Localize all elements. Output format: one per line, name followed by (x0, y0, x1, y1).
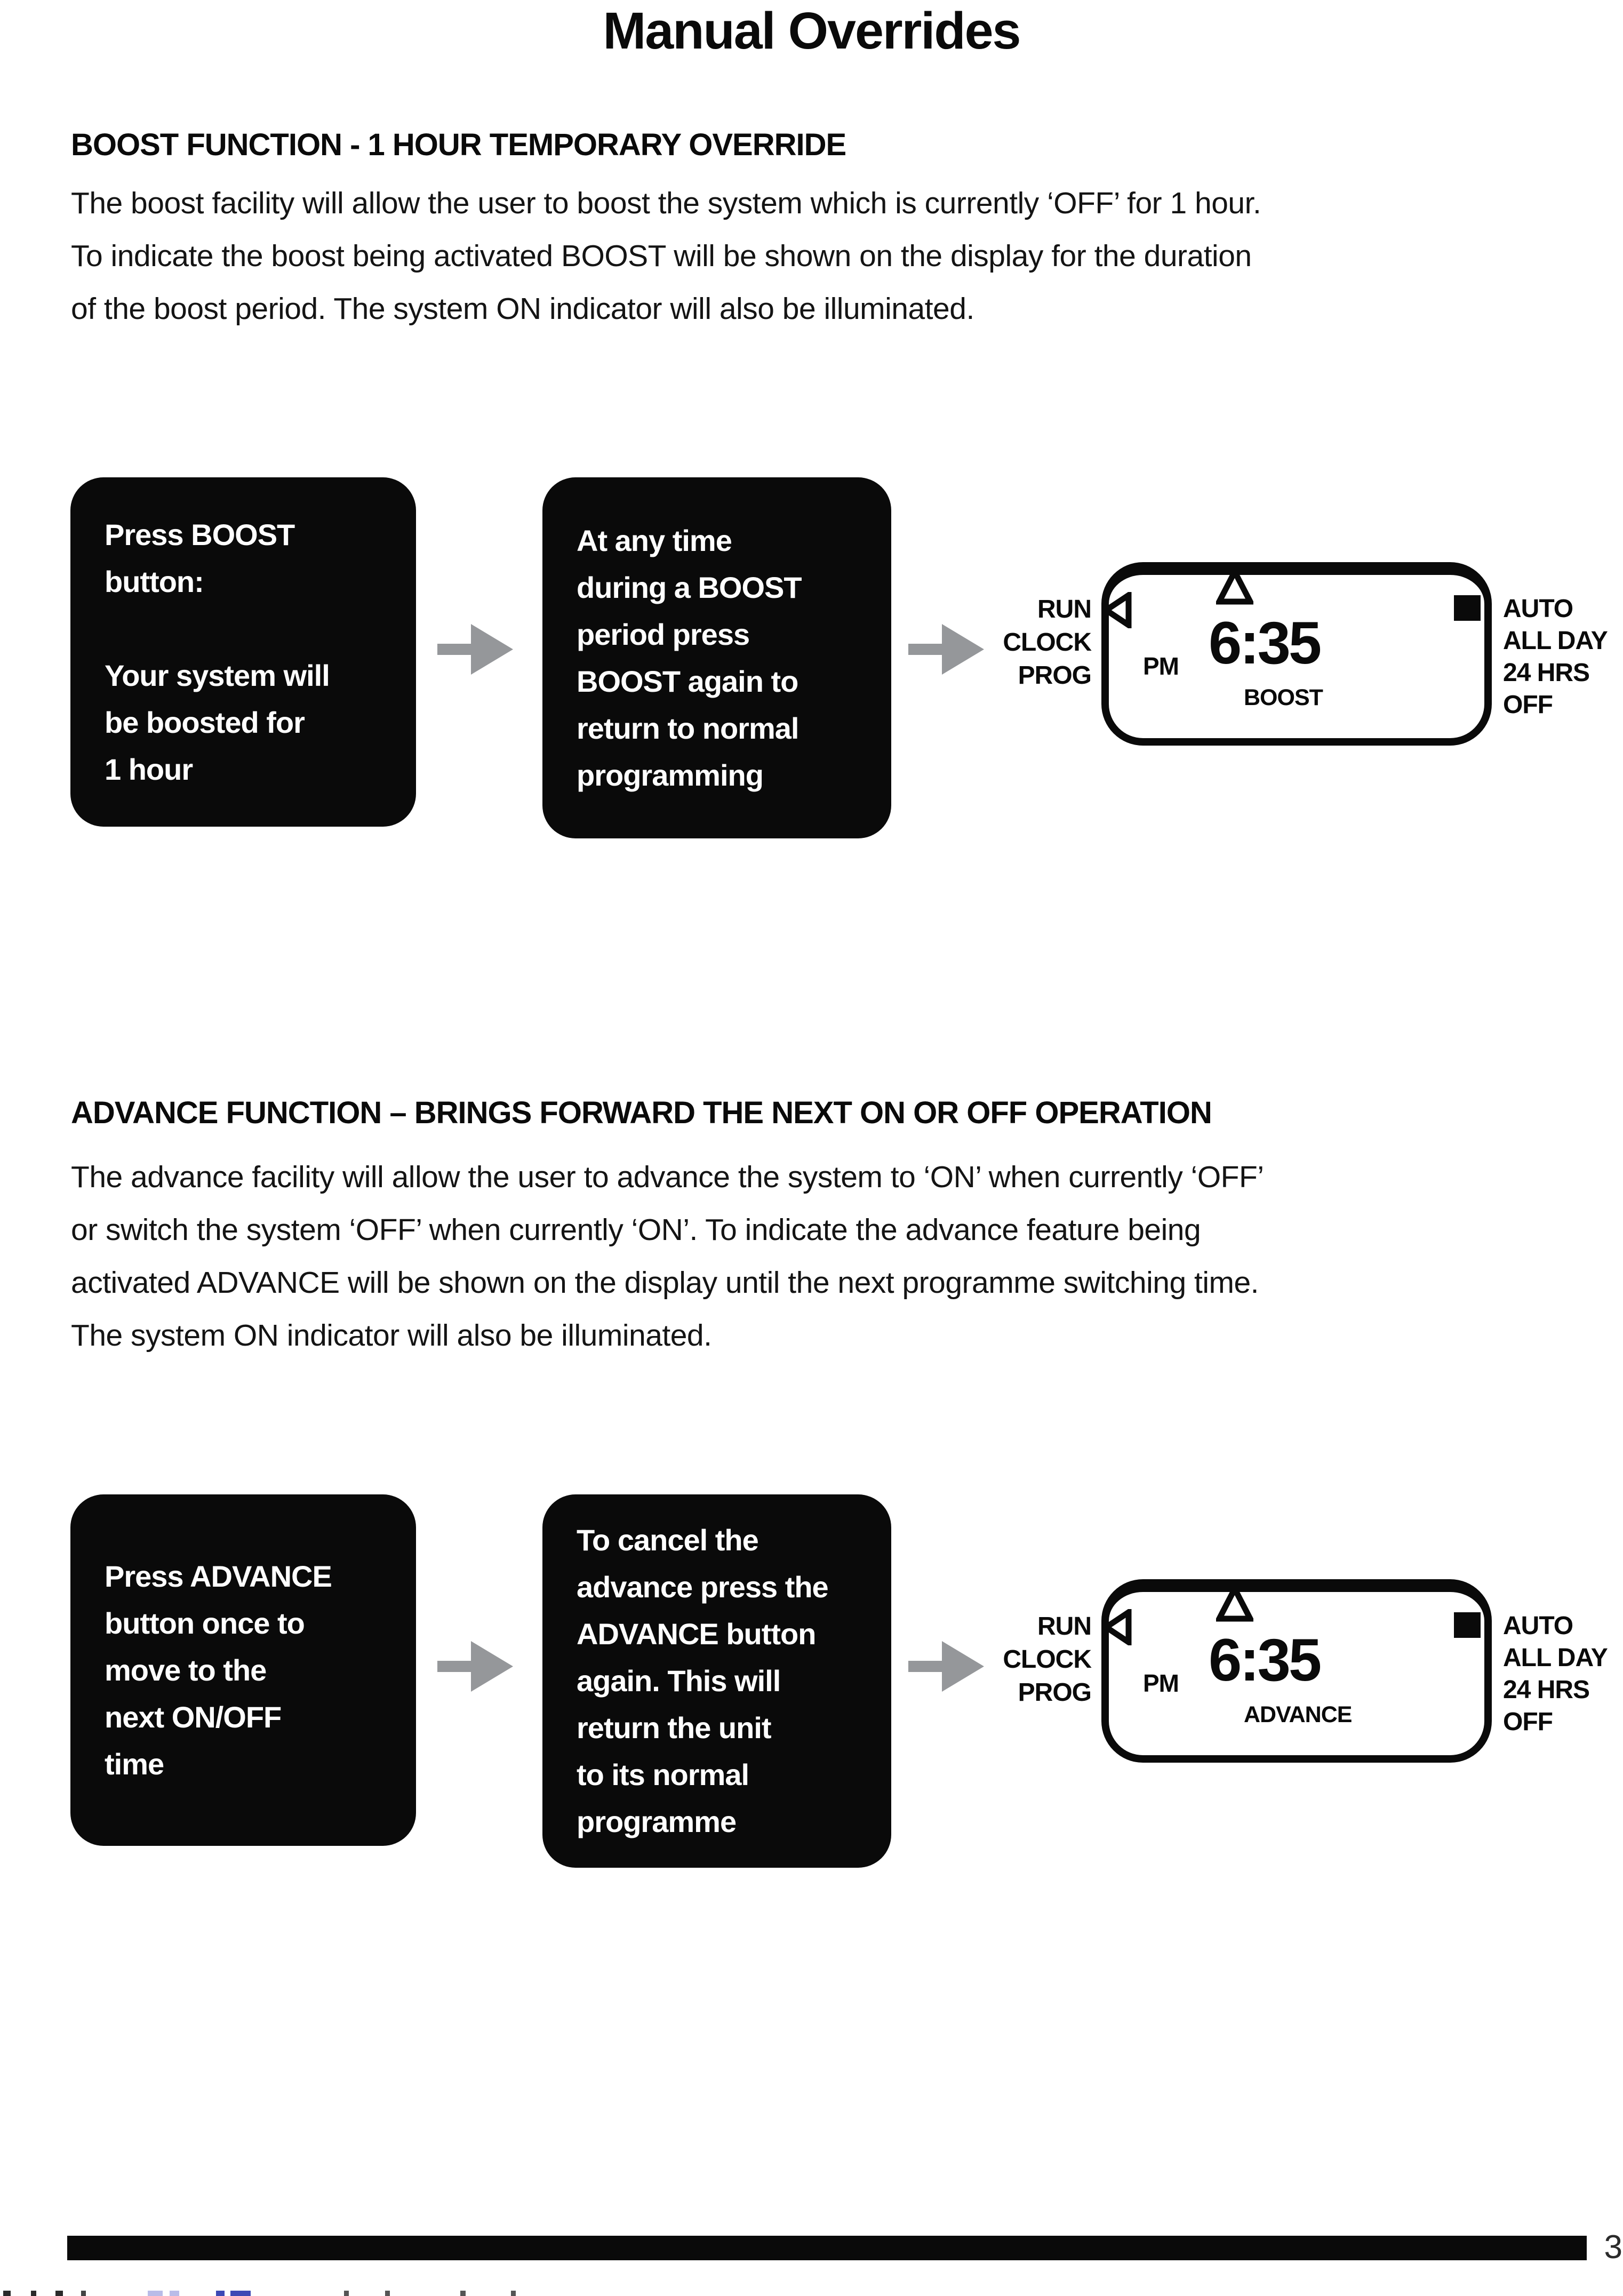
step-text-line: button once to (105, 1606, 305, 1640)
lcd-meridiem: PM (1143, 652, 1179, 680)
clipped-text-fragment (3, 2291, 11, 2296)
step-text-line: period press (577, 617, 750, 651)
body-text-line: or switch the system ‘OFF’ when currentl… (71, 1213, 1201, 1247)
flow-step-box: To cancel the advance press the ADVANCE … (542, 1494, 891, 1868)
lcd-label: RUN (1037, 595, 1092, 623)
clipped-text-fragment (148, 2291, 163, 2296)
page-title: Manual Overrides (603, 2, 1021, 60)
lcd-right-labels: AUTO ALL DAY 24 HRS OFF (1503, 593, 1623, 721)
pointer-up-icon (1216, 568, 1253, 605)
step-text-line: advance press the (577, 1570, 829, 1604)
step-text-line: Your system will (105, 658, 330, 692)
clipped-text-fragment (230, 2291, 251, 2296)
arrow-right-icon (437, 624, 513, 675)
lcd-label: 24 HRS (1503, 659, 1590, 687)
step-text-line: Press BOOST (105, 517, 295, 551)
lcd-label: ALL DAY (1503, 1644, 1608, 1672)
clipped-text-fragment (511, 2291, 516, 2296)
section-heading-advance: ADVANCE FUNCTION – BRINGS FORWARD THE NE… (71, 1095, 1212, 1130)
step-text-line: programme (577, 1805, 737, 1838)
indicator-square-icon (1454, 1612, 1481, 1638)
lcd-label: PROG (1018, 1678, 1092, 1707)
section-heading-boost: BOOST FUNCTION - 1 HOUR TEMPORARY OVERRI… (71, 127, 846, 162)
lcd-display-boost: 6:35 PM BOOST (1101, 562, 1492, 746)
body-text-line: of the boost period. The system ON indic… (71, 292, 974, 326)
lcd-label: AUTO (1503, 595, 1573, 623)
lcd-meridiem: PM (1143, 1669, 1179, 1697)
step-text-line: At any time (577, 523, 732, 557)
lcd-label: AUTO (1503, 1612, 1573, 1640)
lcd-label: CLOCK (1003, 628, 1092, 657)
step-text-line: time (105, 1747, 164, 1781)
body-text-line: The boost facility will allow the user t… (71, 186, 1261, 220)
clipped-text-fragment (31, 2291, 36, 2296)
arrow-right-icon (908, 1641, 984, 1692)
step-text-line: To cancel the (577, 1523, 759, 1557)
lcd-label: OFF (1503, 691, 1553, 719)
arrow-right-icon (908, 624, 984, 675)
lcd-label: RUN (1037, 1612, 1092, 1641)
arrow-right-icon (437, 1641, 513, 1692)
body-text-line: The advance facility will allow the user… (71, 1160, 1264, 1194)
clipped-text-fragment (55, 2291, 63, 2296)
indicator-square-icon (1454, 595, 1481, 621)
clipped-text-fragment (170, 2291, 179, 2296)
step-text-line: again. This will (577, 1664, 781, 1698)
body-text-line: activated ADVANCE will be shown on the d… (71, 1266, 1259, 1300)
lcd-label: CLOCK (1003, 1645, 1092, 1674)
step-text-line: during a BOOST (577, 570, 802, 604)
lcd-time: 6:35 (1209, 1627, 1322, 1693)
pointer-up-icon (1216, 1585, 1253, 1622)
flow-step-box: At any time during a BOOST period press … (542, 477, 891, 838)
step-text-line: to its normal (577, 1758, 749, 1791)
lcd-mode-label: ADVANCE (1244, 1702, 1352, 1727)
step-text-line: ADVANCE button (577, 1617, 816, 1651)
lcd-right-labels: AUTO ALL DAY 24 HRS OFF (1503, 1610, 1623, 1738)
step-text-line: be boosted for (105, 705, 305, 739)
step-text-line: return to normal (577, 711, 799, 745)
flow-step-box: Press ADVANCE button once to move to the… (70, 1494, 416, 1846)
clipped-text-fragment (216, 2291, 225, 2296)
step-text-line: button: (105, 564, 204, 598)
clipped-text-fragment (344, 2291, 349, 2296)
clipped-text-fragment (385, 2291, 390, 2296)
step-text-line: BOOST again to (577, 664, 798, 698)
step-text-line: move to the (105, 1653, 267, 1687)
lcd-mode-label: BOOST (1244, 685, 1323, 710)
clipped-text-fragment (81, 2291, 86, 2296)
step-text-line: Press ADVANCE (105, 1559, 332, 1593)
flow-step-box: Press BOOST button: Your system will be … (70, 477, 416, 827)
clipped-text-fragment (460, 2291, 466, 2296)
pointer-left-icon (1101, 592, 1132, 628)
lcd-label: OFF (1503, 1708, 1553, 1736)
step-text-line: return the unit (577, 1711, 772, 1745)
lcd-left-labels: RUN CLOCK PROG (955, 593, 1092, 692)
lcd-time: 6:35 (1209, 610, 1322, 676)
step-text-line: programming (577, 758, 764, 792)
lcd-label: PROG (1018, 661, 1092, 690)
footer-rule-bar (67, 2236, 1587, 2260)
lcd-label: 24 HRS (1503, 1676, 1590, 1704)
pointer-left-icon (1101, 1609, 1132, 1645)
page-number: 3 (1604, 2229, 1622, 2266)
body-text-line: The system ON indicator will also be ill… (71, 1318, 712, 1353)
lcd-left-labels: RUN CLOCK PROG (955, 1610, 1092, 1709)
body-text-line: To indicate the boost being activated BO… (71, 239, 1252, 273)
step-text-line: next ON/OFF (105, 1700, 282, 1734)
step-text-line (105, 605, 382, 652)
step-text-line: 1 hour (105, 752, 193, 786)
lcd-label: ALL DAY (1503, 627, 1608, 655)
lcd-display-advance: 6:35 PM ADVANCE (1101, 1579, 1492, 1763)
